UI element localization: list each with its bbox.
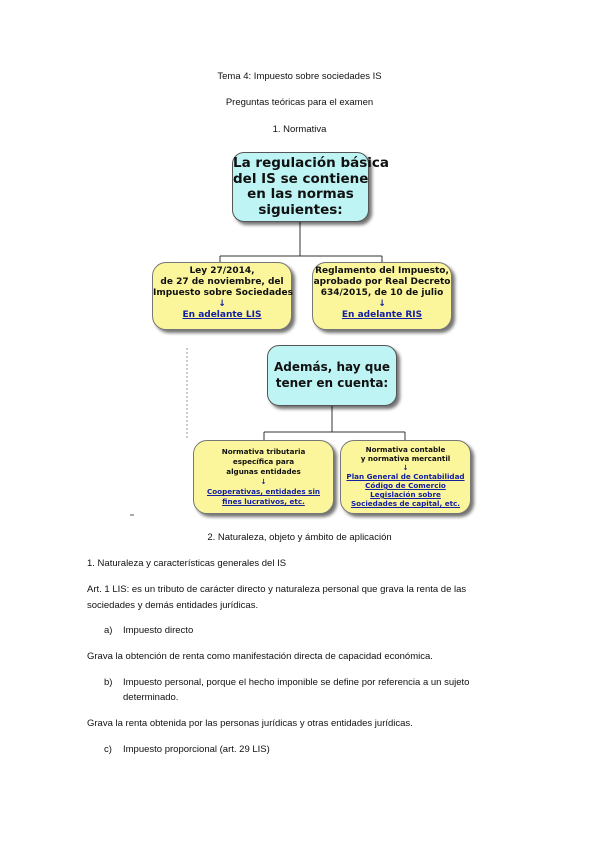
paragraph-b: Grava la renta obtenida por las personas… [87, 718, 413, 729]
document-title: Tema 4: Impuesto sobre sociedades IS [217, 71, 382, 82]
down-arrow-icon: ↓ [218, 299, 226, 309]
middle-box-line: Además, hay que [273, 360, 391, 374]
down-arrow-icon: ↓ [402, 463, 409, 472]
ris-text: aprobado por Real Decreto [313, 277, 451, 287]
diagram-box-normativa-tributaria: Normativa tributaria específica para alg… [193, 440, 334, 514]
ris-text: Reglamento del Impuesto, [315, 266, 449, 276]
lis-text: Impuesto sobre Sociedades [153, 288, 293, 298]
down-arrow-icon: ↓ [260, 477, 267, 486]
contable-text: Normativa contable [365, 445, 446, 454]
list-marker: b) [104, 677, 113, 688]
diagram-box-ris: Reglamento del Impuesto, aprobado por Re… [312, 262, 452, 330]
middle-box-line: tener en cuenta: [275, 376, 389, 390]
subsection-heading: 1. Naturaleza y características generale… [87, 558, 287, 569]
diagram-box-lis: Ley 27/2014, de 27 de noviembre, del Imp… [152, 262, 293, 330]
list-marker: c) [104, 744, 112, 755]
top-box-line: en las normas [247, 186, 354, 202]
tributaria-link[interactable]: fines lucrativos, etc. [222, 497, 305, 506]
tributaria-text: específica para [232, 457, 295, 466]
list-item-c: Impuesto proporcional (art. 29 LIS) [123, 744, 270, 755]
lis-link[interactable]: En adelante LIS [182, 310, 262, 320]
contable-text: y normativa mercantil [360, 454, 451, 463]
tributaria-link[interactable]: Cooperativas, entidades sin [206, 487, 321, 496]
contable-link[interactable]: Plan General de Contabilidad [346, 472, 465, 481]
diagram-box-normativa-contable: Normativa contable y normativa mercantil… [340, 440, 471, 514]
contable-link[interactable]: Código de Comercio [365, 481, 446, 490]
section-heading-naturaleza: 2. Naturaleza, objeto y ámbito de aplica… [207, 532, 392, 543]
paragraph-a: Grava la obtención de renta como manifes… [87, 651, 433, 662]
list-item-a: Impuesto directo [123, 625, 194, 636]
tributaria-text: algunas entidades [226, 467, 301, 476]
top-box-line: del IS se contiene [233, 170, 369, 187]
lis-text: de 27 de noviembre, del [160, 277, 284, 287]
ris-link[interactable]: En adelante RIS [341, 310, 423, 320]
down-arrow-icon: ↓ [378, 299, 386, 309]
ris-text: 634/2015, de 10 de julio [320, 288, 444, 298]
lis-text: Ley 27/2014, [189, 266, 255, 276]
document-subtitle: Preguntas teóricas para el examen [225, 97, 374, 108]
diagram-connectors [130, 222, 406, 516]
top-box-line: siguientes: [258, 201, 343, 218]
diagram-top-box: La regulación básica del IS se contiene … [232, 152, 390, 222]
list-item-b: determinado. [123, 692, 179, 703]
section-heading-normativa: 1. Normativa [272, 124, 327, 135]
list-item-b: Impuesto personal, porque el hecho impon… [123, 677, 470, 688]
tributaria-text: Normativa tributaria [221, 447, 306, 456]
list-marker: a) [104, 625, 113, 636]
top-box-line: La regulación básica [233, 155, 390, 171]
art1-line: sociedades y demás entidades jurídicas. [87, 600, 259, 611]
art1-line: Art. 1 LIS: es un tributo de carácter di… [87, 584, 467, 595]
diagram-middle-box: Además, hay que tener en cuenta: [267, 345, 397, 406]
contable-link[interactable]: Sociedades de capital, etc. [350, 499, 461, 508]
contable-link[interactable]: Legislación sobre [370, 490, 441, 499]
